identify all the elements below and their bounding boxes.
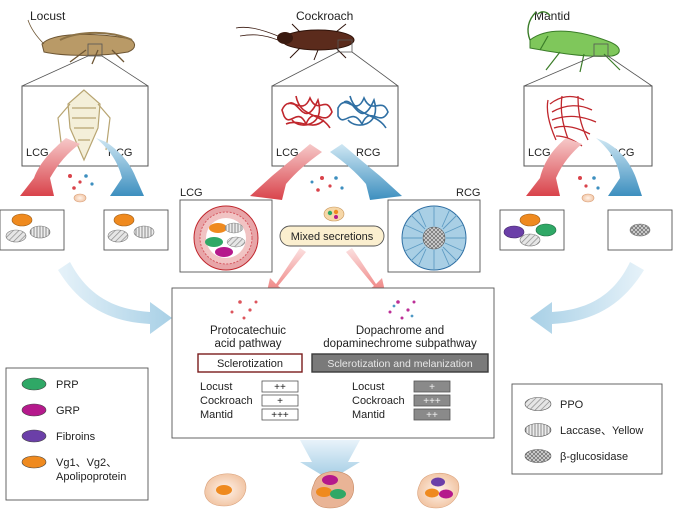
legend-protein-label-1: GRP xyxy=(56,405,80,417)
mantid-rcg-secretion-box xyxy=(607,209,673,251)
right-level-species-1: Cockroach xyxy=(352,395,405,407)
title-mantid: Mantid xyxy=(534,9,570,23)
right-pathway-line2: dopaminechrome subpathway xyxy=(323,338,477,350)
melanization-label: Sclerotization and melanization xyxy=(327,358,472,370)
cockroach-rcg-box xyxy=(387,199,481,273)
red-arrows xyxy=(266,248,386,296)
left-pathway-line2: acid pathway xyxy=(214,338,281,350)
left-pathway-line1: Protocatechuic xyxy=(210,325,286,337)
left-level-species-1: Cockroach xyxy=(200,395,253,407)
left-level-box-0 xyxy=(261,380,299,393)
legend-enzyme-label-0: PPO xyxy=(560,399,584,411)
locust-illustration xyxy=(27,19,135,65)
bottom-cell-mantid xyxy=(417,472,460,509)
left-level-species-0: Locust xyxy=(200,381,232,393)
mixed-secretions: Mixed secretions xyxy=(279,206,385,247)
legend-protein-swatch-2 xyxy=(21,429,47,443)
legend-protein-swatch-0 xyxy=(21,377,47,391)
sclerotization-label: Sclerotization xyxy=(217,358,283,370)
level-rows: Locust ++ Cockroach + Mantid +++ Locust + Cockro… xyxy=(200,380,451,421)
left-level-value-0: ++ xyxy=(274,382,286,393)
right-level-species-2: Mantid xyxy=(352,409,385,421)
right-level-box-2 xyxy=(413,408,451,421)
cockroach-lcg-label: LCG xyxy=(276,147,299,159)
left-level-value-2: +++ xyxy=(271,410,289,421)
right-level-species-0: Locust xyxy=(352,381,384,393)
legend-enzyme-swatch-1 xyxy=(524,423,552,437)
mantid-gland-box xyxy=(523,85,653,167)
melanization-box xyxy=(311,353,489,373)
mantid-lcg-label: LCG xyxy=(528,147,551,159)
locust-lcg-secretion-box xyxy=(0,209,65,251)
locust-rcg-secretion-box xyxy=(103,209,169,251)
enzyme-legend: PPO Laccase、Yellow β-glucosidase xyxy=(524,397,643,463)
right-level-value-0: + xyxy=(429,382,435,393)
locust-gland-box xyxy=(21,85,149,167)
left-level-species-2: Mantid xyxy=(200,409,233,421)
blue-down-arrow xyxy=(300,440,360,480)
legend-enzyme-label-2: β-glucosidase xyxy=(560,451,628,463)
mixed-secretions-label: Mixed secretions xyxy=(291,231,374,243)
left-level-box-2 xyxy=(261,408,299,421)
legend-protein-label2-3: Apolipoprotein xyxy=(56,471,126,483)
ducts xyxy=(20,138,642,200)
legend-protein-swatch-1 xyxy=(21,403,47,417)
left-level-box-1 xyxy=(261,394,299,407)
legend-protein-swatch-3 xyxy=(21,455,47,469)
right-level-box-1 xyxy=(413,394,451,407)
bottom-cell-locust xyxy=(204,473,247,507)
legend-enzyme-swatch-2 xyxy=(524,449,552,463)
left-level-value-1: + xyxy=(277,396,283,407)
legend-enzyme-swatch-0 xyxy=(524,397,552,411)
cockroach-illustration xyxy=(235,23,355,61)
right-level-box-0 xyxy=(413,380,451,393)
cockroach-rcg-section-label: RCG xyxy=(456,187,480,199)
right-pathway-line1: Dopachrome and xyxy=(356,325,444,337)
title-cockroach: Cockroach xyxy=(296,9,353,23)
cockroach-rcg-label: RCG xyxy=(356,147,380,159)
right-level-value-2: ++ xyxy=(426,410,438,421)
title-locust: Locust xyxy=(30,9,66,23)
right-level-value-1: +++ xyxy=(423,396,441,407)
legend-protein-label-3: Vg1、Vg2、 xyxy=(56,457,117,469)
zoom-lines xyxy=(21,39,653,87)
mantid-lcg-secretion-box xyxy=(499,209,565,251)
secretion-dots xyxy=(68,174,600,203)
mantid-illustration xyxy=(527,11,621,73)
sclerotization-box xyxy=(197,353,303,373)
locust-lcg-label: LCG xyxy=(26,147,49,159)
bottom-cell-cockroach xyxy=(311,471,354,509)
blue-side-arrows xyxy=(58,262,644,334)
legend-protein-label-0: PRP xyxy=(56,379,79,391)
legend-enzyme-label-1: Laccase、Yellow xyxy=(560,425,643,437)
cockroach-lcg-section-label: LCG xyxy=(180,187,203,199)
legend-protein-label-2: Fibroins xyxy=(56,431,96,443)
cockroach-lcg-box xyxy=(179,199,273,273)
